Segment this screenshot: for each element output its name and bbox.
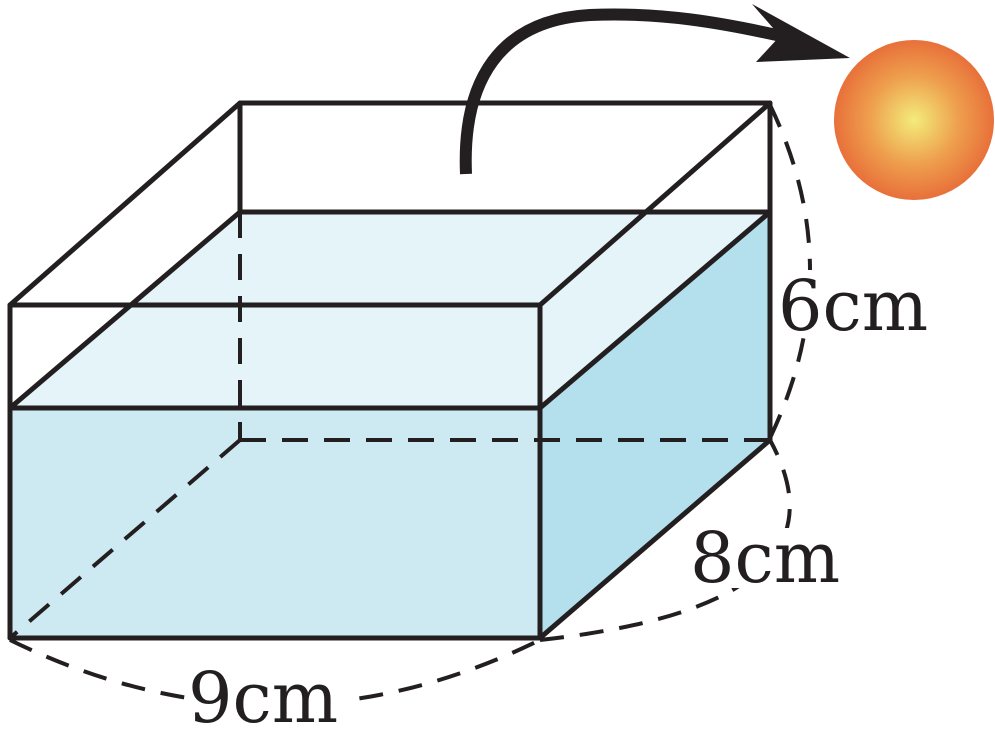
- water-surface-outline: [7, 209, 773, 411]
- width-label: 8cm: [690, 517, 840, 599]
- curved-arrow-icon: [459, 4, 850, 175]
- length-label: 9cm: [188, 657, 338, 739]
- height-label-background: [776, 270, 944, 332]
- width-label-background: [688, 528, 856, 588]
- hidden-left-bottom-edge: [8, 438, 242, 640]
- width-dimension-arc: [539, 439, 792, 642]
- height-label: 6cm: [778, 265, 928, 347]
- length-label-background: [185, 662, 355, 726]
- water-side-face: [540, 212, 770, 638]
- water-top-surface: [10, 212, 770, 408]
- orange-ball-icon: [834, 40, 994, 200]
- right-bottom-edge: [537, 437, 773, 641]
- water-front-face: [10, 408, 540, 638]
